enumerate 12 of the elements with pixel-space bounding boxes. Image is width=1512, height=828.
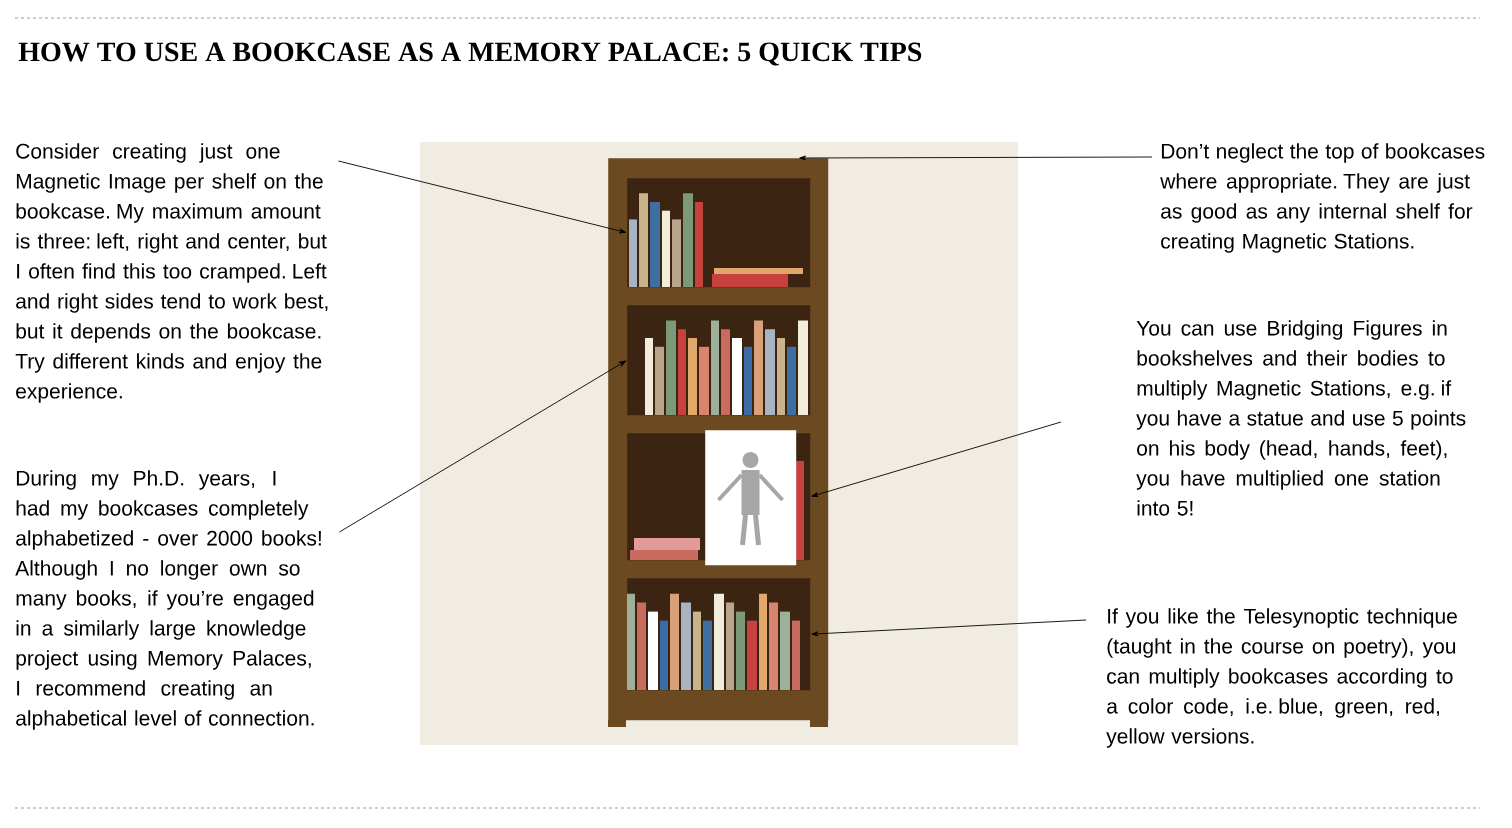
title: HOW TO USE A BOOKCASE AS A MEMORY PALACE: 5 QUICK TIPS [18,42,922,66]
arrow [338,360,627,533]
tip-text: You can use Bridging Figures in bookshelves and their bodies to multiply Magnetic Stations, e.g. if you have a statue and use 5 points on his body (head, hands, feet), you have multiplied one station into 5! [1136,320,1466,516]
tip-text: Don’t neglect the top of bookcases where appropriate. They are just as good as any internal shelf for creating Magnetic Stations. [1160,143,1485,253]
tip-text: Consider creating just one Magnetic Image per shelf on the bookcase. My maximum amount is three: left, right and center, but I often find this too cramped. Left and right sides tend to work best, but it depends on the bookcase. Try different kinds and enjoy the experience. [15,143,328,403]
arrow [799,155,1153,161]
arrow [811,421,1062,497]
tip-text: If you like the Telesynoptic technique (taught in the course on poetry), you can multiply bookcases according to a color code, i.e. blue, green, red, yellow versions. [1106,608,1457,748]
arrow [811,619,1087,637]
tip-text: During my Ph.D. years, I had my bookcases completely alphabetized - over 2000 books! Although I no longer own so many books, if you’re engaged in a similarly large knowledge project using Memory Palaces, I recommend creating an alphabetical level of connection. [15,470,321,730]
arrow [337,160,627,234]
figure-picture [705,430,797,566]
